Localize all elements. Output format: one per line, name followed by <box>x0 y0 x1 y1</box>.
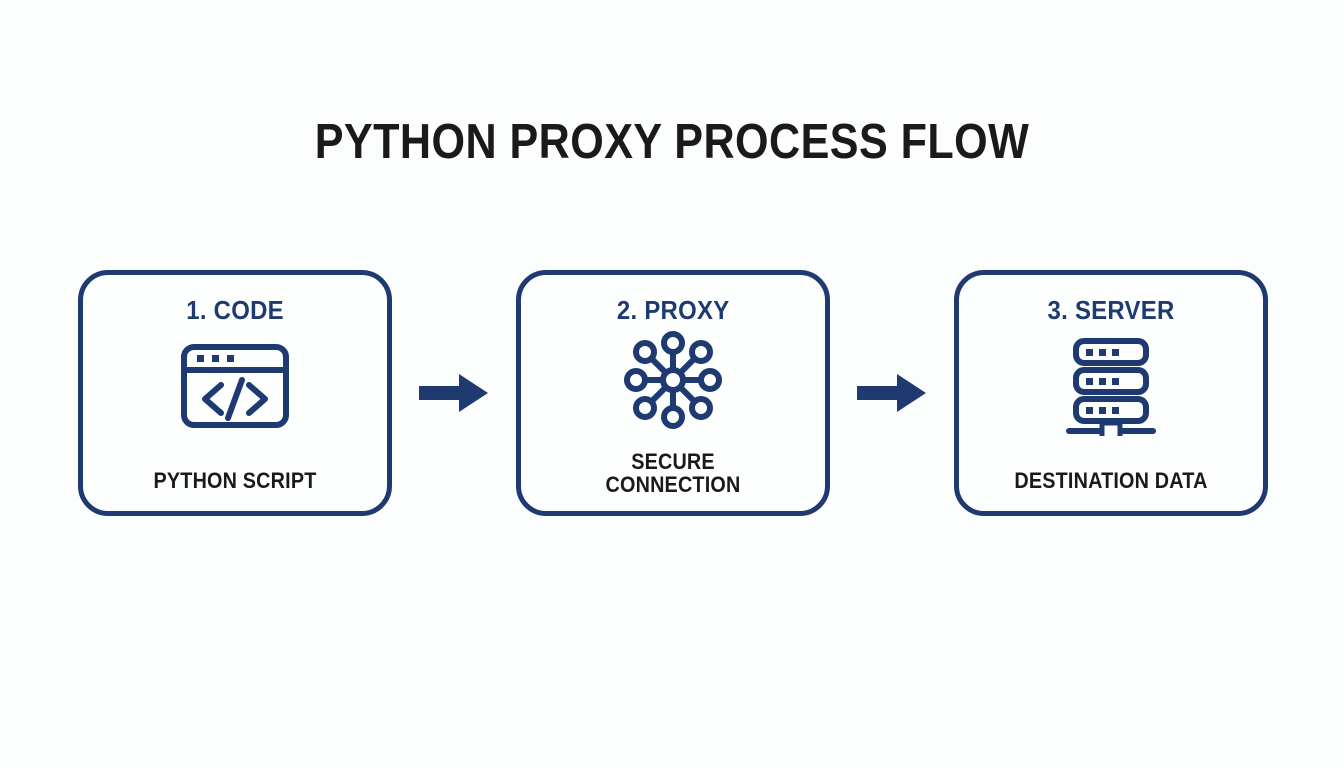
flow-card-code-title: 1. CODE <box>186 295 284 325</box>
flow-card-proxy-label-line1: SECURE <box>631 448 715 474</box>
process-flow-row: 1. CODE PYTHON SCRIPT <box>78 270 1268 516</box>
flow-card-proxy-label: SECURE CONNECTION <box>536 448 810 498</box>
flow-card-proxy[interactable]: 2. PROXY <box>516 270 830 516</box>
server-rack-icon <box>1059 338 1163 436</box>
flow-card-proxy-label-line2: CONNECTION <box>605 472 741 498</box>
page-title: PYTHON PROXY PROCESS FLOW <box>314 115 1030 169</box>
flow-card-proxy-title: 2. PROXY <box>616 295 730 325</box>
code-window-icon <box>179 338 291 434</box>
flow-card-code-label: PYTHON SCRIPT <box>98 469 372 493</box>
flow-card-server-label: DESTINATION DATA <box>974 469 1248 493</box>
flow-card-code-label-line1: PYTHON SCRIPT <box>153 468 317 494</box>
flow-card-server-title: 3. SERVER <box>1047 295 1175 325</box>
arrow-right-icon-2 <box>853 370 931 416</box>
flow-card-server-label-line1: DESTINATION DATA <box>1014 468 1208 494</box>
network-hub-icon <box>621 331 725 429</box>
arrow-right-icon-1 <box>415 370 493 416</box>
flow-card-code[interactable]: 1. CODE PYTHON SCRIPT <box>78 270 392 516</box>
flow-card-server[interactable]: 3. SERVER <box>954 270 1268 516</box>
